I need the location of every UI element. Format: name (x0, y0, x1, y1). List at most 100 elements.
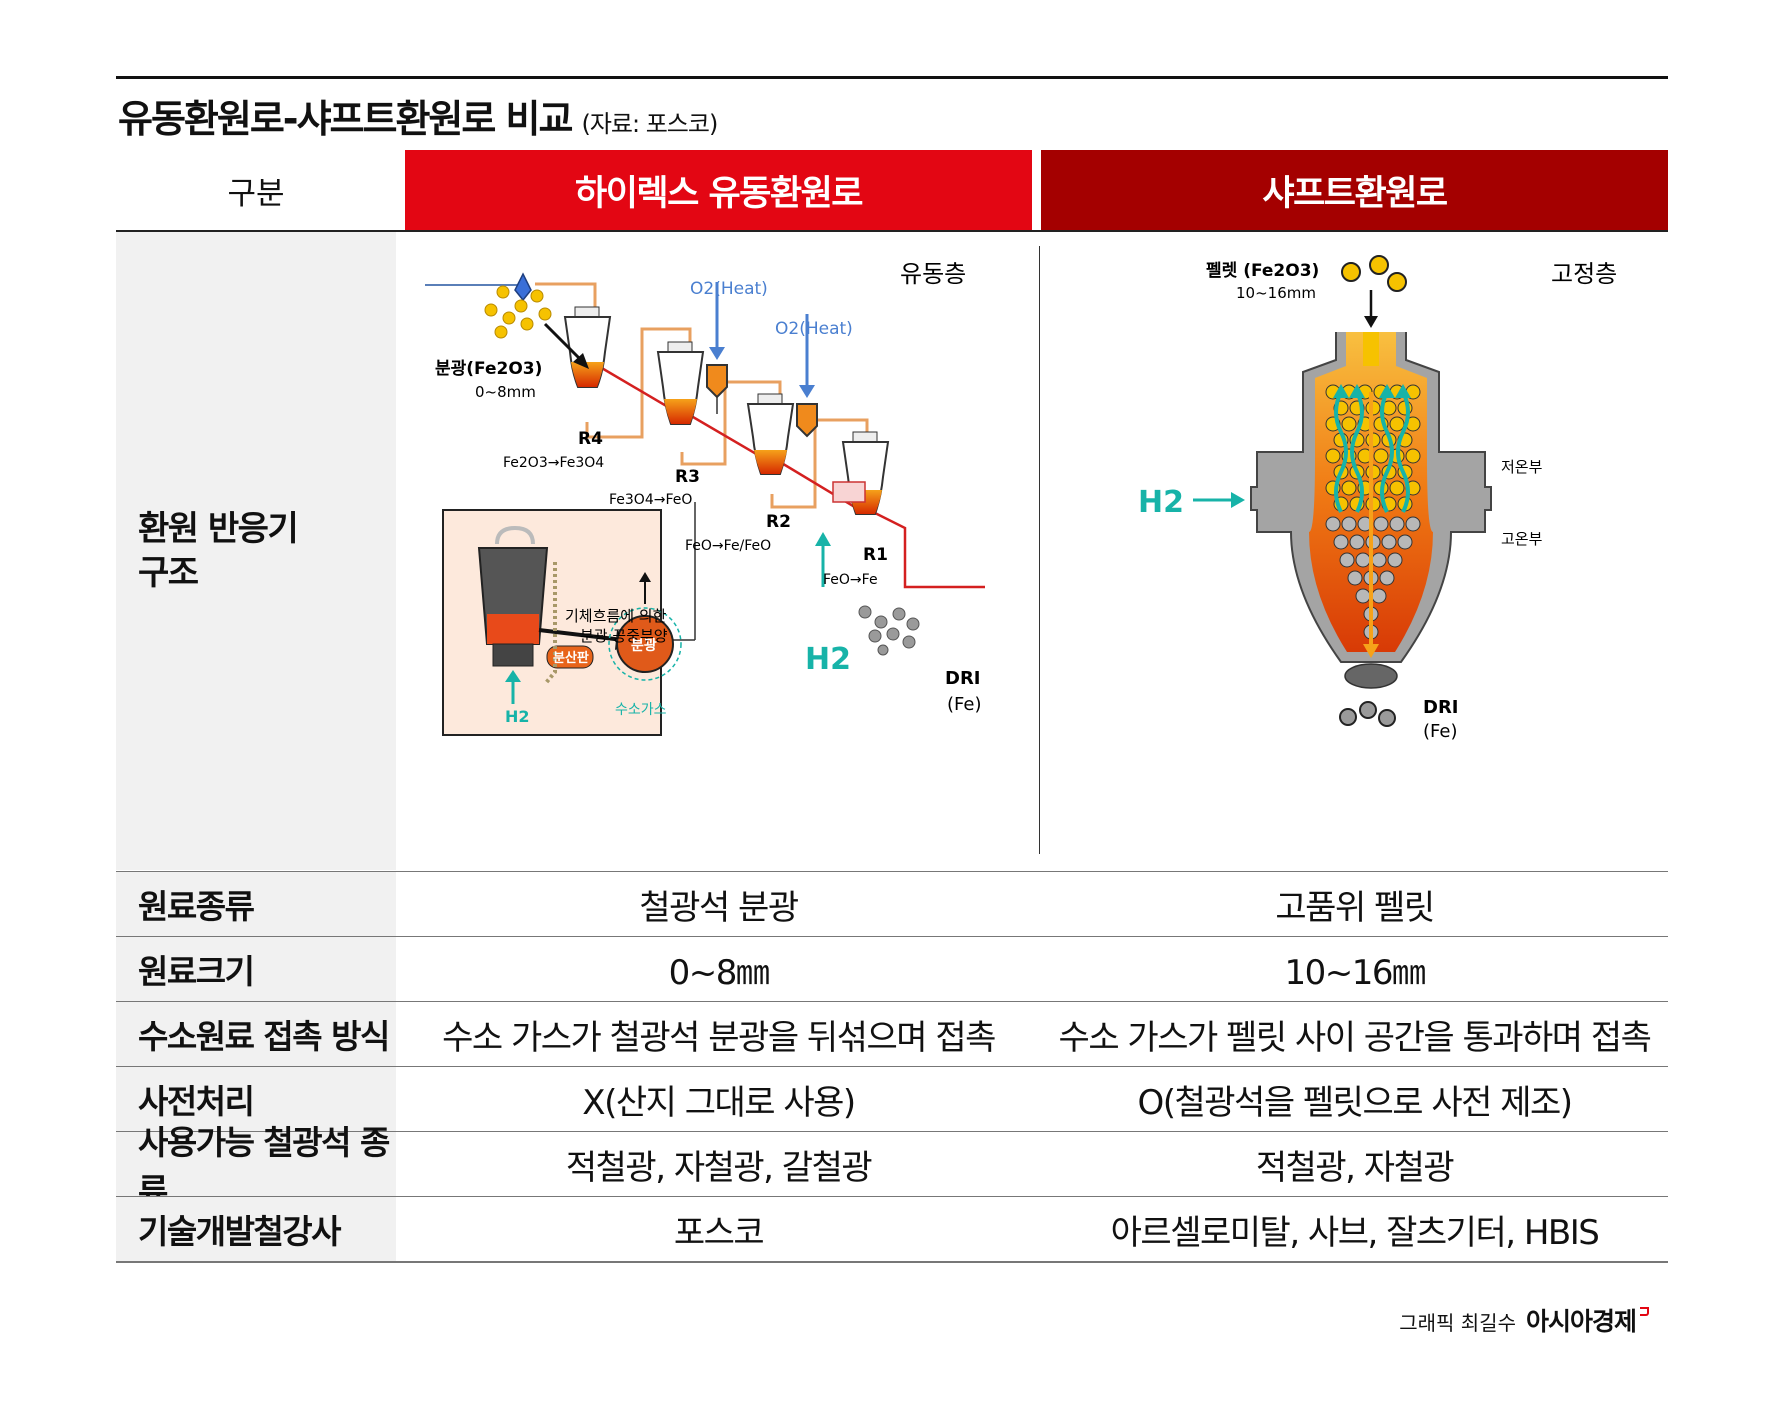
gas-duct (680, 380, 782, 466)
row-value-fluid: 철광석 분광 (639, 887, 799, 928)
table-row: 원료종류 철광석 분광 고품위 펠릿 (116, 871, 1668, 936)
r3-label: R3 (675, 467, 700, 487)
o2-arrowhead-2 (799, 385, 815, 398)
h2-label: H2 (805, 642, 851, 677)
burner-box (832, 481, 866, 503)
ore-feed-arrowhead (573, 353, 589, 369)
header-fluidized-reactor: 하이렉스 유동환원로 (405, 150, 1032, 230)
row-label: 원료크기 (116, 937, 396, 1001)
row-value-fluid: 포스코 (673, 1212, 765, 1253)
structure-label-line1: 환원 반응기 (138, 509, 299, 549)
heater-1 (706, 364, 728, 414)
r3-reaction: Fe3O4→FeO (609, 492, 692, 508)
distributor-label: 분산판 (553, 650, 589, 666)
dri-fe-label: (Fe) (947, 694, 982, 715)
h2-flow-arrows (1334, 391, 1410, 513)
pellet-label: 펠렛 (Fe2O3) (1206, 261, 1319, 281)
dri-label: DRI (945, 668, 981, 689)
reactor-r2 (746, 393, 795, 475)
h2-arrowhead (815, 532, 831, 546)
r2-label: R2 (766, 512, 791, 532)
h2-flow-arrowheads (1333, 384, 1411, 398)
structure-label: 환원 반응기 구조 (116, 232, 396, 870)
ore-size: 0~8mm (475, 383, 536, 401)
ore-particles (484, 285, 552, 339)
o2-heat-label-1: O2(Heat) (690, 279, 768, 299)
fluid-bed-label: 유동층 (900, 260, 966, 288)
column-divider (1039, 246, 1040, 854)
inset-caption-1: 기체흐름에 의한 (565, 607, 667, 625)
row-label: 사전처리 (116, 1067, 396, 1131)
row-label: 사용가능 철광석 종류 (116, 1123, 396, 1210)
table-row: 사전처리 X(산지 그대로 사용) O(철광석을 펠릿으로 사전 제조) (116, 1066, 1668, 1131)
o2-arrowhead-1 (709, 347, 725, 360)
row-value-shaft: 고품위 펠릿 (1275, 887, 1435, 928)
row-label: 수소원료 접촉 방식 (116, 1002, 396, 1066)
fine-ore-label: 분광 (631, 637, 657, 654)
header-category: 구분 (227, 175, 285, 212)
shaft-h2-label: H2 (1138, 485, 1184, 520)
top-rule (116, 76, 1668, 79)
pellet-arrowhead (1364, 316, 1378, 328)
table-row: 수소원료 접촉 방식 수소 가스가 철광석 분광을 뒤섞으며 접촉 수소 가스가… (116, 1001, 1668, 1066)
r2-reaction: FeO→Fe/FeO (685, 538, 771, 554)
fixed-bed-label: 고정층 (1551, 260, 1617, 288)
inset-panel (442, 502, 696, 736)
row-value-shaft: 적철광, 자철광 (1255, 1147, 1455, 1188)
gas-duct (770, 418, 869, 509)
row-value-fluid: 0~8㎜ (668, 952, 770, 993)
r1-label: R1 (863, 545, 888, 565)
row-value-fluid: 수소 가스가 철광석 분광을 뒤섞으며 접촉 (442, 1017, 996, 1058)
shaft-fe-label: (Fe) (1423, 721, 1458, 742)
page-title: 유동환원로-샤프트환원로 비교 (자료: 포스코) (118, 88, 718, 143)
reactor-r4 (563, 306, 612, 388)
hydrogen-gas-label: 수소가스 (615, 702, 667, 718)
low-temp-zone-label: 저온부 (1501, 458, 1543, 476)
gas-duct (585, 327, 692, 439)
graphic-author: 그래픽 최길수 (1399, 1311, 1516, 1335)
solid-flow-arrowhead (1363, 644, 1379, 658)
structure-label-line2: 구조 (138, 553, 199, 593)
r4-label: R4 (578, 429, 603, 449)
row-value-shaft: 수소 가스가 펠릿 사이 공간을 통과하며 접촉 (1058, 1017, 1652, 1058)
shaft-reactor-diagram: 고정층 펠렛 (Fe2O3) 10~16mm 저온부 고온부 H2 DRI (F… (1041, 232, 1668, 870)
row-value-shaft: 아르셀로미탈, 사브, 잘츠기터, HBIS (1110, 1212, 1600, 1253)
row-label: 기술개발철강사 (116, 1197, 396, 1261)
row-value-fluid: X(산지 그대로 사용) (582, 1082, 856, 1123)
table-row: 사용가능 철광석 종류 적철광, 자철광, 갈철광 적철광, 자철광 (116, 1123, 1668, 1210)
table-row: 기술개발철강사 포스코 아르셀로미탈, 사브, 잘츠기터, HBIS (116, 1196, 1668, 1261)
high-temp-zone-label: 고온부 (1501, 530, 1543, 548)
pellet-feed (1341, 255, 1407, 292)
h2-inlet-arrowhead (1231, 492, 1245, 508)
valve-icon (514, 272, 532, 302)
inset-h2-label: H2 (505, 707, 530, 726)
dri-particles (858, 605, 920, 656)
shaft-dri-label: DRI (1423, 697, 1459, 718)
ore-label: 분광(Fe2O3) (435, 359, 542, 379)
o2-heat-label-2: O2(Heat) (775, 319, 853, 339)
reactor-r3 (656, 341, 705, 425)
r4-reaction: Fe2O3→Fe3O4 (503, 455, 604, 471)
row-value-fluid: 적철광, 자철광, 갈철광 (565, 1147, 873, 1188)
inset-caption-2: 분광 공중부양 (580, 627, 668, 645)
fluidized-reactor-diagram: 유동층 O2(Heat) O2(Heat) 분광(Fe2O3) 0~8mm R4… (405, 232, 1032, 870)
table-row: 원료크기 0~8㎜ 10~16㎜ (116, 936, 1668, 1001)
pellet-size-label: 10~16mm (1236, 284, 1316, 302)
furnace-outlet (1344, 663, 1398, 689)
dri-pellets (1339, 701, 1396, 727)
header-shaft-reactor: 샤프트환원로 (1041, 150, 1668, 230)
ore-feed-arrow (543, 322, 585, 364)
row-label: 원료종류 (116, 872, 396, 936)
publisher-brand: 아시아경제 (1525, 1307, 1637, 1336)
source-note: (자료: 포스코) (581, 110, 718, 138)
row-value-shaft: 10~16㎜ (1284, 952, 1426, 993)
title-text: 유동환원로-샤프트환원로 비교 (118, 97, 573, 141)
gas-duct (535, 282, 597, 308)
header-rule (116, 230, 1668, 232)
bottom-rule (116, 1261, 1668, 1263)
row-value-shaft: O(철광석을 펠릿으로 사전 제조) (1137, 1082, 1573, 1123)
graphic-credit: 그래픽 최길수 아시아경제 (1399, 1302, 1649, 1338)
heater-2 (796, 403, 818, 438)
brand-mark-icon (1640, 1307, 1649, 1316)
r1-reaction: FeO→Fe (823, 572, 878, 588)
